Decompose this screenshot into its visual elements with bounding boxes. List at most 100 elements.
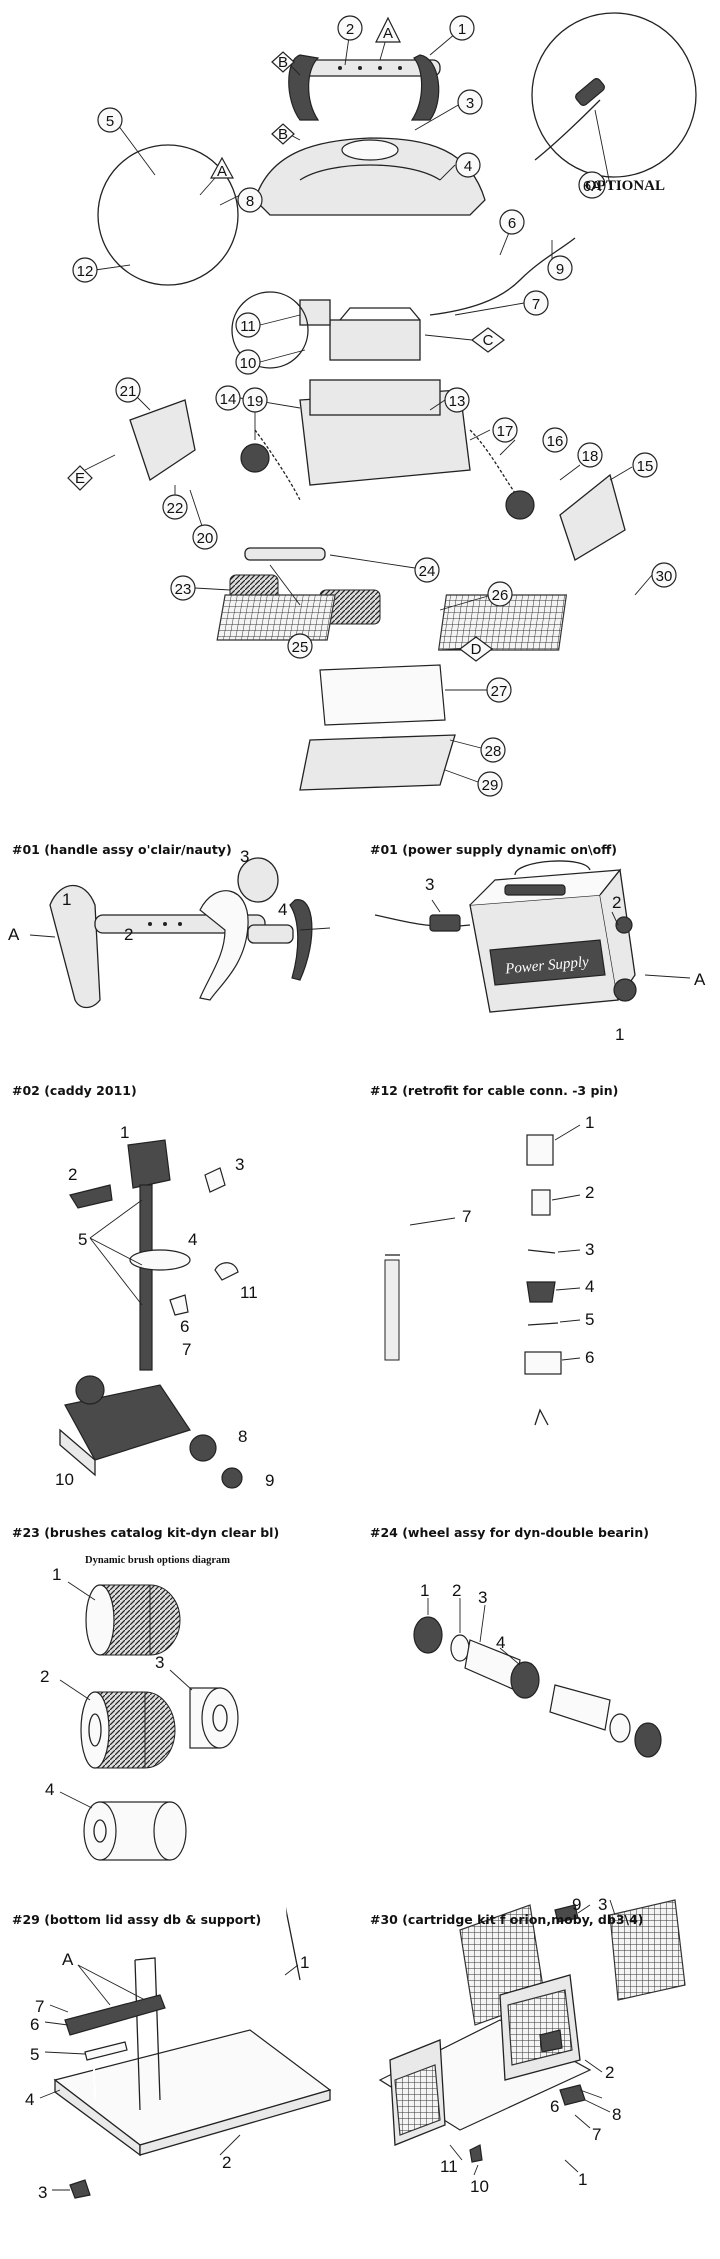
callout-c: C [471,327,505,353]
caddy-label-11: 11 [240,1283,258,1302]
callout-2: 2 [337,15,363,41]
caption-retrofit: #12 (retrofit for cable conn. -3 pin) [370,1083,619,1098]
callout-20: 20 [192,524,218,550]
svg-text:2: 2 [346,21,354,38]
callout-12: 12 [72,257,98,283]
retrofit-label-6: 6 [585,1348,594,1367]
svg-text:13: 13 [449,393,466,410]
callout-1: 1 [449,15,475,41]
cartridge-kit-diagram: 9 3 2 6 8 7 11 1 10 [378,1895,686,2196]
power-label-a: A [694,970,706,989]
svg-text:23: 23 [175,581,192,598]
svg-text:19: 19 [247,393,264,410]
power-supply-diagram: Power Supply 3 2 A 1 [374,860,706,1044]
callout-24: 24 [414,557,440,583]
wheel-part [505,490,535,520]
callout-b-2: B [271,123,295,145]
callout-25: 25 [287,633,313,659]
callout-d: D [459,636,493,662]
svg-text:24: 24 [419,563,436,580]
svg-text:12: 12 [77,263,94,280]
handle-part [288,54,441,121]
svg-text:A: A [217,163,227,180]
caddy-label-8: 8 [238,1427,247,1446]
svg-text:10: 10 [240,355,257,372]
callout-6: 6 [499,209,525,235]
callout-b-1: B [271,51,295,73]
detail-circle [97,144,239,286]
callout-21: 21 [115,377,141,403]
cable-part [429,237,576,316]
cartridge-label-6: 6 [550,2097,559,2116]
svg-text:29: 29 [482,777,499,794]
caption-caddy: #02 (caddy 2011) [12,1083,137,1098]
callout-a-2: A [209,156,235,180]
caddy-label-3: 3 [235,1155,244,1174]
handle-label-3: 3 [240,847,249,866]
shaft-part [244,547,326,561]
callout-11: 11 [235,312,261,338]
wheel-label-3: 3 [478,1588,487,1607]
svg-text:4: 4 [464,158,472,175]
caddy-label-5: 5 [78,1230,87,1249]
power-label-2: 2 [612,893,621,912]
retrofit-diagram: 7 1 2 3 4 5 6 [379,1113,594,1467]
cartridge-label-9: 9 [572,1895,581,1914]
svg-text:21: 21 [120,383,137,400]
callout-4: 4 [455,152,481,178]
callout-17: 17 [492,417,518,443]
handle-label-a: A [8,925,20,944]
svg-text:6A: 6A [583,178,601,195]
side-plate-right [559,473,626,561]
chassis-part [254,379,521,501]
bottom-lid-diagram: A 1 7 6 5 4 2 3 [25,1903,332,2202]
callout-16: 16 [542,427,568,453]
cartridge-label-11: 11 [440,2157,458,2176]
svg-text:16: 16 [547,433,564,450]
svg-text:B: B [278,54,288,71]
svg-text:15: 15 [637,458,654,475]
caption-wheel: #24 (wheel assy for dyn-double bearin) [370,1525,649,1540]
retrofit-label-2: 2 [585,1183,594,1202]
svg-text:18: 18 [582,448,599,465]
svg-text:B: B [278,126,288,143]
callout-27: 27 [486,677,512,703]
svg-text:11: 11 [240,318,256,335]
caddy-label-7: 7 [182,1340,191,1359]
cartridge-label-7: 7 [592,2125,601,2144]
brush-label-4: 4 [45,1780,54,1799]
motor-unit-part [299,299,421,361]
caddy-label-6: 6 [180,1317,189,1336]
wheel-label-4: 4 [496,1633,505,1652]
main-exploded-view: 1 2 A B B 3 4 5 A 8 12 6 9 6A 7 11 10 C … [67,12,697,797]
callout-19: 19 [242,387,268,413]
callout-29: 29 [477,771,503,797]
callout-9: 9 [547,255,573,281]
filter-bag-part [319,664,446,726]
svg-text:30: 30 [656,568,673,585]
retrofit-label-3: 3 [585,1240,594,1259]
handle-assembly-diagram: 1 2 3 4 A [8,847,331,1009]
callout-23: 23 [170,575,196,601]
brush-label-1: 1 [52,1565,61,1584]
callout-6a: 6A [578,171,606,199]
cartridge-label-8: 8 [612,2105,621,2124]
svg-text:5: 5 [106,113,114,130]
svg-text:28: 28 [485,743,502,760]
handle-label-4: 4 [278,900,287,919]
lid-label-1: 1 [300,1953,309,1972]
caption-bottom-lid: #29 (bottom lid assy db & support) [12,1912,262,1927]
svg-text:1: 1 [458,21,466,38]
caption-handle: #01 (handle assy o'clair/nauty) [12,842,232,857]
top-cover-part [254,137,486,216]
callout-18: 18 [577,442,603,468]
handle-label-1: 1 [62,890,71,909]
svg-text:26: 26 [492,587,509,604]
callout-8: 8 [237,187,263,213]
svg-text:14: 14 [220,391,237,408]
callout-13: 13 [444,387,470,413]
svg-text:6: 6 [508,215,516,232]
brushes-diagram: Dynamic brush options diagram 1 2 3 4 [40,1555,239,1861]
wheel-label-2: 2 [452,1581,461,1600]
caption-cartridge: #30 (cartridge kit f orion,moby, db3\4) [370,1912,644,1927]
